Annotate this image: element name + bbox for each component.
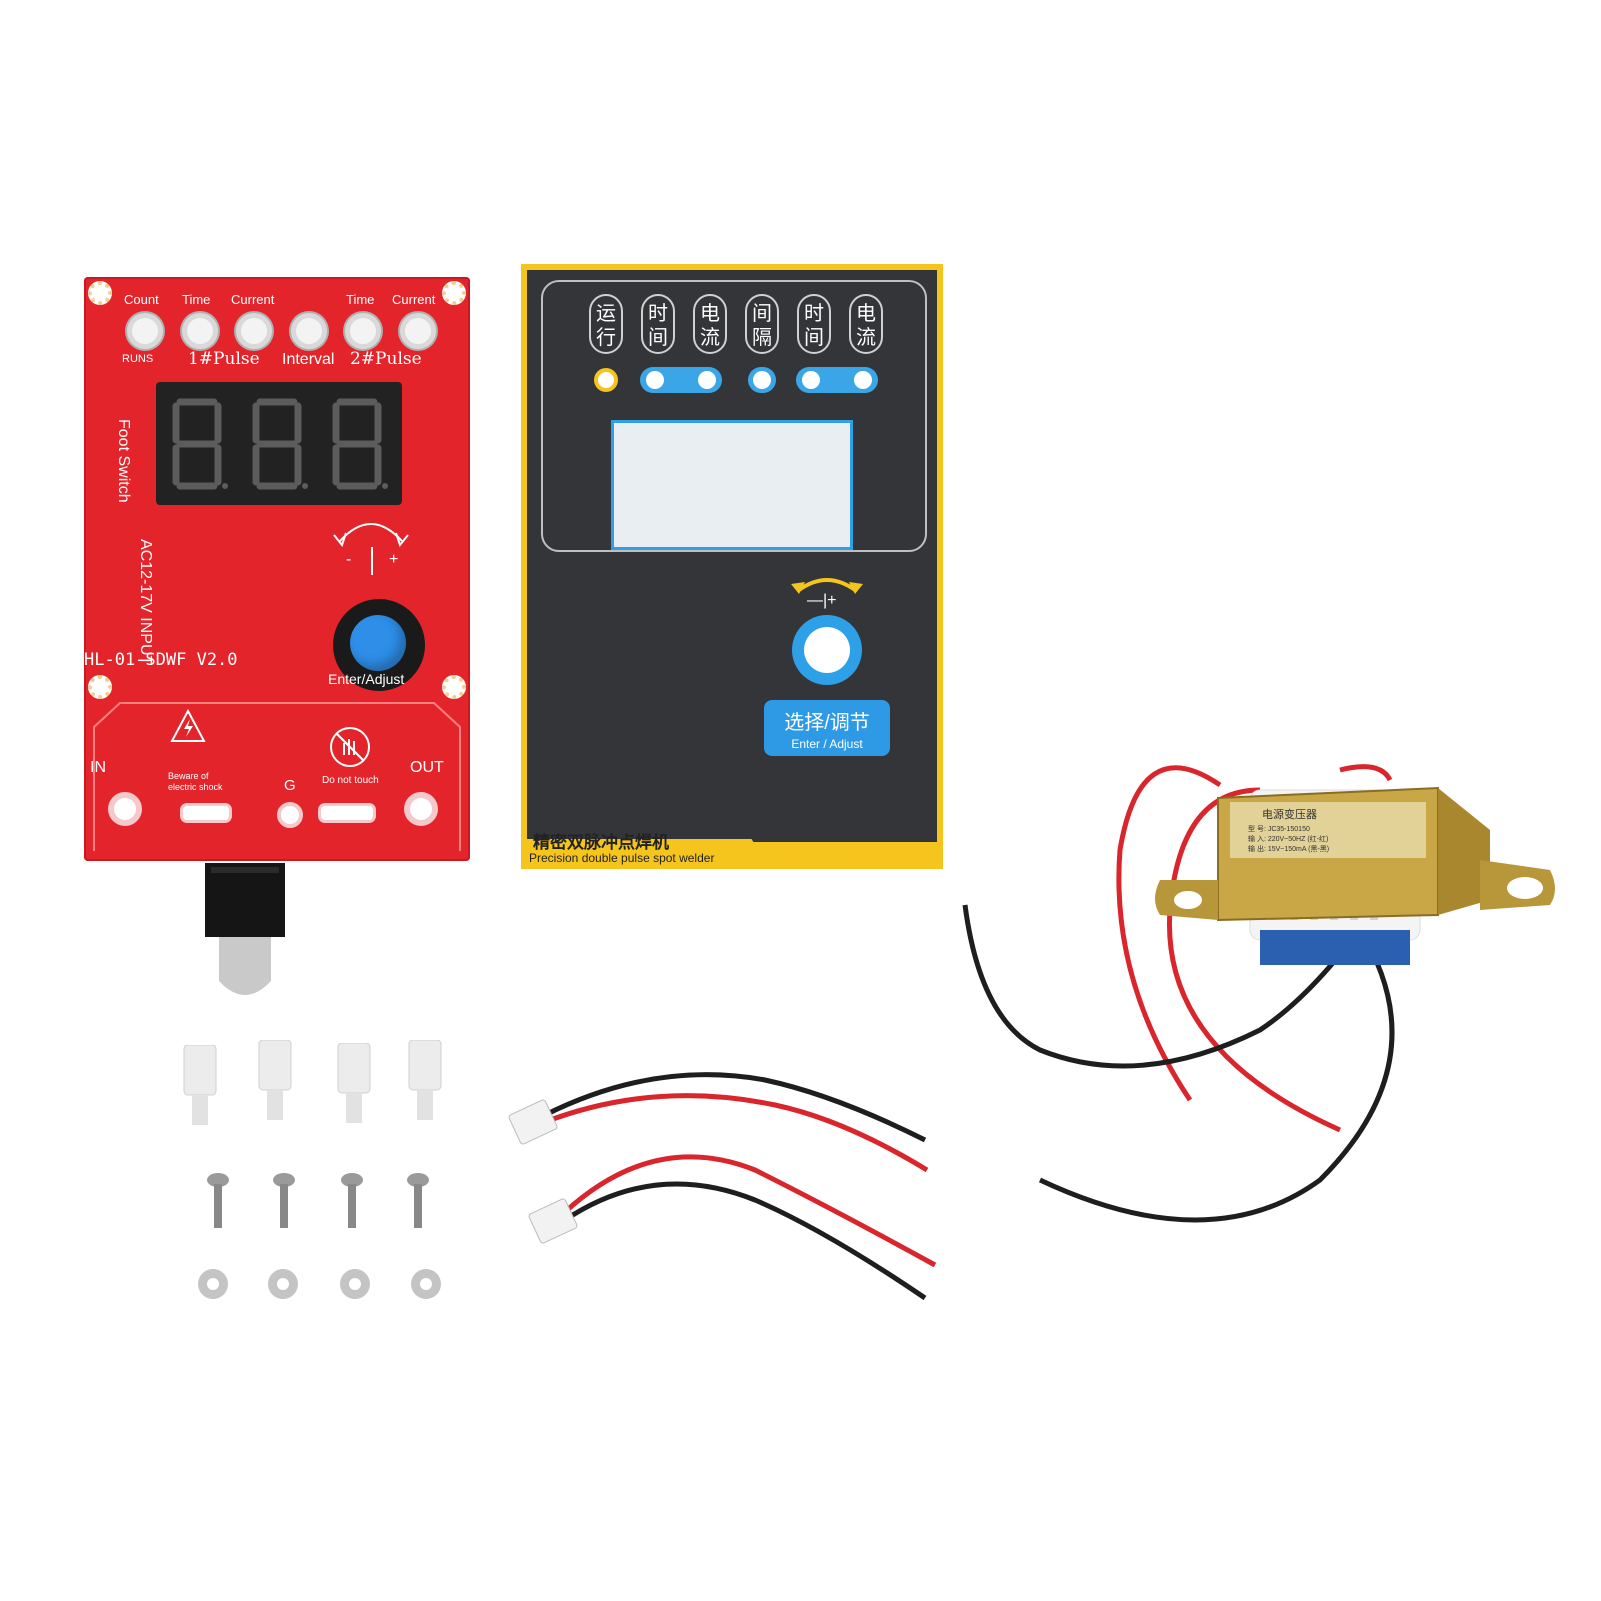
nylon-spacer [183, 1045, 217, 1125]
hex-nut [411, 1269, 441, 1299]
led-label-current-2: Current [392, 292, 436, 307]
rotate-arrow-icon [791, 578, 863, 594]
foot-switch-label: Foot Switch [115, 419, 132, 503]
no-touch-icon [330, 727, 370, 767]
mount-hole [88, 281, 112, 305]
screw [273, 1173, 295, 1228]
g-pad [277, 802, 303, 828]
pulse1-label: 1#Pulse [188, 349, 260, 369]
runs-label: RUNS [122, 353, 154, 365]
led-label-time-2: Time [346, 292, 375, 307]
knob-minus: - [346, 551, 352, 568]
channel-time-2: 时间 [797, 294, 831, 354]
dial-center[interactable] [804, 627, 850, 673]
led-indicator [182, 313, 218, 349]
knob-plus: + [389, 551, 399, 568]
knob-label: Enter/Adjust [328, 671, 405, 687]
led-indicator [345, 313, 381, 349]
g-label: G [284, 777, 296, 794]
transformer-title: 电源变压器 [1262, 809, 1317, 821]
hex-nut [340, 1269, 370, 1299]
in-label: IN [90, 759, 106, 776]
knob-cap[interactable] [350, 615, 406, 671]
ac-input-label: AC12-17V INPUT [137, 539, 154, 666]
interval-label: Interval [282, 351, 335, 368]
screw [341, 1173, 363, 1228]
led-label-time-1: Time [182, 292, 211, 307]
channel-run: 运行 [589, 294, 623, 354]
control-pcb-board: Count Time Current Time Current RUNS 1#P… [84, 277, 470, 861]
transformer-assembly [962, 764, 1555, 1223]
seven-segment-display [156, 382, 402, 505]
display-window [611, 420, 853, 550]
enter-adjust-button[interactable]: 选择/调节 Enter / Adjust [764, 700, 890, 756]
screw-terminal-out [404, 792, 438, 826]
screw [207, 1173, 229, 1228]
led-indicator [291, 313, 327, 349]
nylon-spacer [337, 1043, 371, 1123]
mount-hole [88, 675, 112, 699]
dial-sign: —|+ [807, 592, 837, 609]
model-label: HLDZ-01型（升级版） [783, 848, 946, 866]
led-indicator [400, 313, 436, 349]
out-label: OUT [410, 759, 444, 776]
warning-text: Beware of electric shock [168, 771, 223, 792]
hex-nut [198, 1269, 228, 1299]
nylon-spacer [408, 1040, 442, 1120]
board-model: HL-01-SDWF V2.0 [84, 650, 238, 670]
led-label-count: Count [124, 292, 159, 307]
no-touch-text: Do not touch [322, 775, 379, 786]
electric-warning-icon [170, 709, 206, 742]
channel-time-1: 时间 [641, 294, 675, 354]
nylon-spacer [258, 1040, 292, 1120]
transformer-line-1: 型 号: JC35-150150 [1248, 826, 1310, 833]
segment-digit [252, 398, 308, 490]
title-cn: 精密双脉冲点焊机 [533, 833, 669, 853]
led-indicator [236, 313, 272, 349]
pulse2-indicator [796, 367, 878, 393]
footer-wedge [527, 839, 771, 869]
pulse1-indicator [640, 367, 722, 393]
mount-hole [442, 281, 466, 305]
triac-component [205, 863, 285, 995]
slot-pad [180, 803, 232, 823]
transformer-line-3: 输 出: 15V~150mA (黑-黑) [1248, 846, 1330, 853]
led-indicator [127, 313, 163, 349]
overlay-face: 运行 时间 电流 间隔 时间 电流 —|+ 选择/调节 Ent [527, 270, 937, 842]
channel-interval: 间隔 [745, 294, 779, 354]
screw-terminal-in [108, 792, 142, 826]
pulse2-label: 2#Pulse [350, 349, 422, 369]
enter-button-cn: 选择/调节 [784, 712, 870, 734]
enter-button-en: Enter / Adjust [791, 737, 863, 751]
hex-nut [268, 1269, 298, 1299]
panel-overlay-sticker: 运行 时间 电流 间隔 时间 电流 —|+ 选择/调节 Ent [521, 264, 946, 869]
slot-pad [318, 803, 376, 823]
led-label-current-1: Current [231, 292, 275, 307]
channel-current-1: 电流 [693, 294, 727, 354]
channel-current-2: 电流 [849, 294, 883, 354]
run-indicator [594, 368, 618, 392]
rotate-arrow-icon [333, 523, 409, 548]
divider [371, 547, 373, 575]
connector-cables [508, 1072, 937, 1301]
mount-hole [442, 675, 466, 699]
transformer-line-2: 输 入: 220V~50HZ (红-红) [1248, 836, 1329, 843]
display-frame [541, 280, 927, 552]
screw [407, 1173, 429, 1228]
power-zone-outline [93, 702, 461, 851]
title-en: Precision double pulse spot welder [529, 851, 715, 865]
interval-indicator [748, 367, 776, 393]
segment-digit [172, 398, 228, 490]
segment-digit [332, 398, 388, 490]
